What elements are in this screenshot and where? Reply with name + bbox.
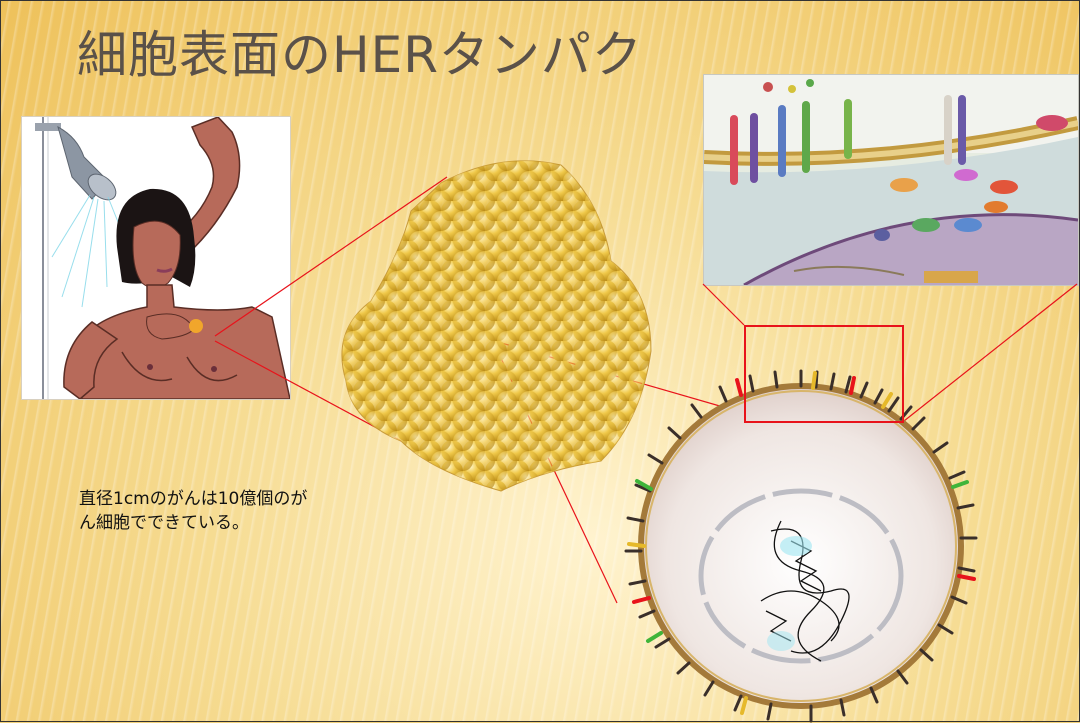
woman-illustration xyxy=(21,116,291,400)
cell-cross-section xyxy=(624,369,978,723)
body-text: 直径1cmのがんは10億個のがん細胞でできている。 xyxy=(79,489,308,533)
slide-title: 細胞表面のHERタンパク xyxy=(77,26,643,84)
her-signaling-diagram xyxy=(703,74,1080,287)
cell-cluster xyxy=(341,160,652,492)
receptor-highlight-box xyxy=(744,325,904,423)
